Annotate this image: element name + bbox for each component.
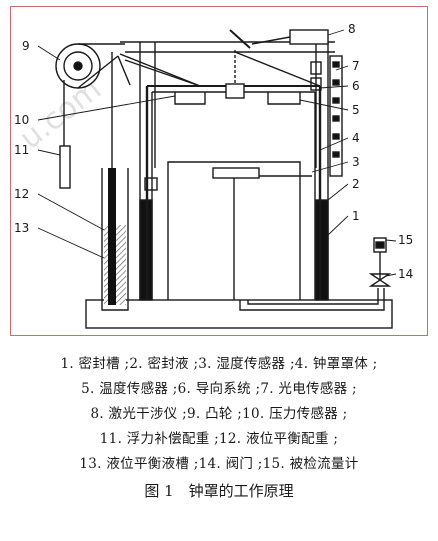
callout-2: 2 [352,177,360,191]
legend: 1. 密封槽 ;2. 密封液 ;3. 湿度传感器 ;4. 钟罩罩体 ; 5. 温… [0,352,438,501]
callout-15: 15 [398,233,413,247]
flowmeter [373,237,387,265]
callout-5: 5 [352,103,360,117]
figure-frame [10,6,428,336]
legend-line-3: 8. 激光干涉仪 ;9. 凸轮 ;10. 压力传感器 ; [90,406,348,422]
cam-wheel [55,43,131,168]
callout-9: 9 [22,39,30,53]
valve [368,265,392,287]
legend-line-2: 5. 温度传感器 ;6. 导向系统 ;7. 光电传感器 ; [81,381,357,397]
buoyancy-weight [59,145,71,189]
legend-line-1: 1. 密封槽 ;2. 密封液 ;3. 湿度传感器 ;4. 钟罩罩体 ; [60,356,378,372]
outlet-pipe [239,288,385,311]
callout-7: 7 [352,59,360,73]
callout-12: 12 [14,187,29,201]
callout-11: 11 [14,143,29,157]
bell-housing [145,85,322,300]
callout-10: 10 [14,113,29,127]
legend-line-5: 13. 液位平衡液槽 ;14. 阀门 ;15. 被检流量计 [79,456,359,472]
frame-braces [119,51,321,87]
callout-3: 3 [352,155,360,169]
level-balance-tank [101,168,129,311]
bell-prover-diagram: u.com [13,22,413,329]
callout-4: 4 [352,131,360,145]
figure-caption: 图 1 钟罩的工作原理 [144,482,294,500]
callout-labels: 1 2 3 4 5 6 7 8 9 10 11 12 13 14 15 [14,22,413,281]
sealing-tank [139,161,329,301]
laser-interferometer [229,29,329,49]
callout-leaders [37,29,397,277]
photoelectric-sensor-strip [329,55,343,177]
callout-8: 8 [348,22,356,36]
callout-1: 1 [352,209,360,223]
callout-6: 6 [352,79,360,93]
temperature-sensors [174,92,301,105]
callout-14: 14 [398,267,413,281]
callout-13: 13 [14,221,29,235]
legend-line-4: 11. 浮力补偿配重 ;12. 液位平衡配重 ; [99,431,339,447]
center-rod [212,50,260,179]
